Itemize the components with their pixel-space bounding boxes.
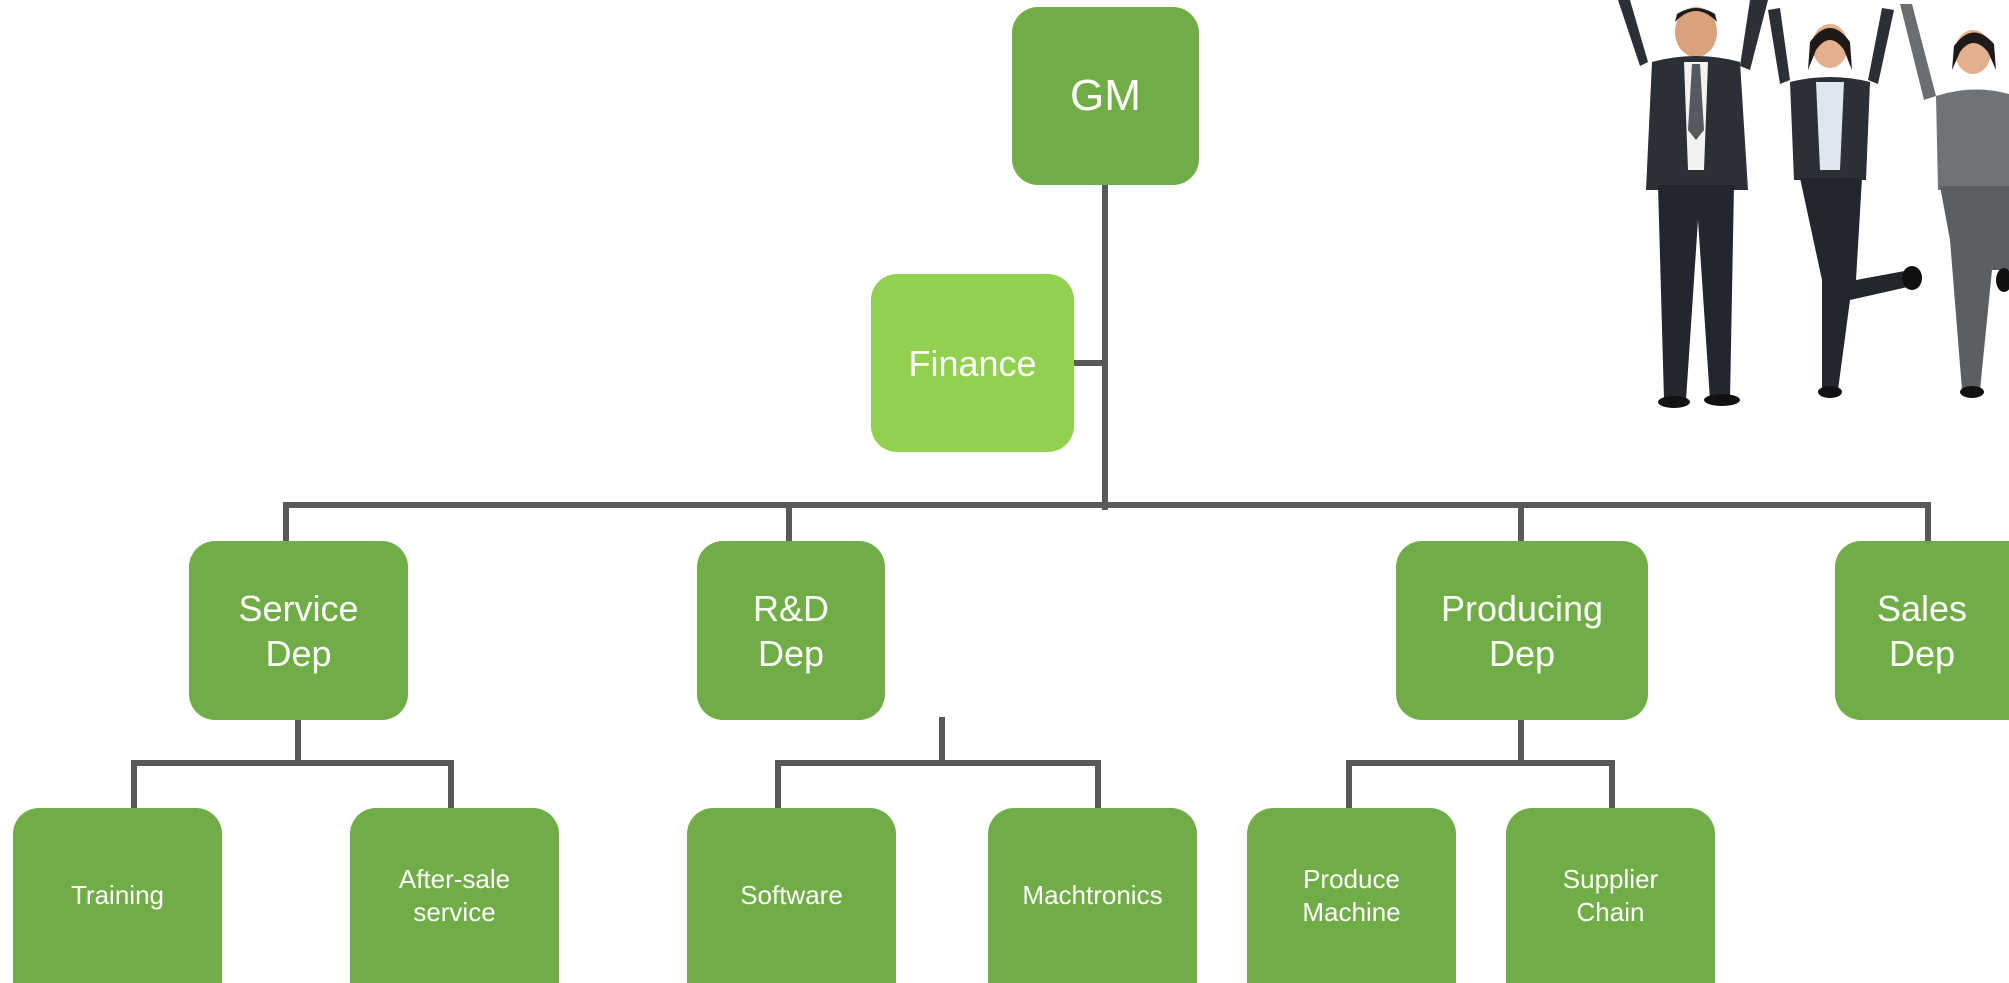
node-service-dep: Service Dep bbox=[189, 541, 408, 720]
node-rnd-dep: R&D Dep bbox=[697, 541, 885, 720]
node-supplier-chain: Supplier Chain bbox=[1506, 808, 1715, 983]
node-after-sale-service: After-sale service bbox=[350, 808, 559, 983]
node-finance: Finance bbox=[871, 274, 1074, 452]
business-people-photo bbox=[1618, 0, 2009, 408]
node-sales-dep: Sales Dep bbox=[1835, 541, 2009, 720]
person-man bbox=[1618, 0, 1768, 408]
node-machtronics: Machtronics bbox=[988, 808, 1197, 983]
node-software: Software bbox=[687, 808, 896, 983]
node-produce-machine: Produce Machine bbox=[1247, 808, 1456, 983]
node-gm: GM bbox=[1012, 7, 1199, 185]
person-woman-right bbox=[1900, 4, 2009, 398]
person-woman-center bbox=[1768, 8, 1922, 398]
node-producing-dep: Producing Dep bbox=[1396, 541, 1648, 720]
node-training: Training bbox=[13, 808, 222, 983]
